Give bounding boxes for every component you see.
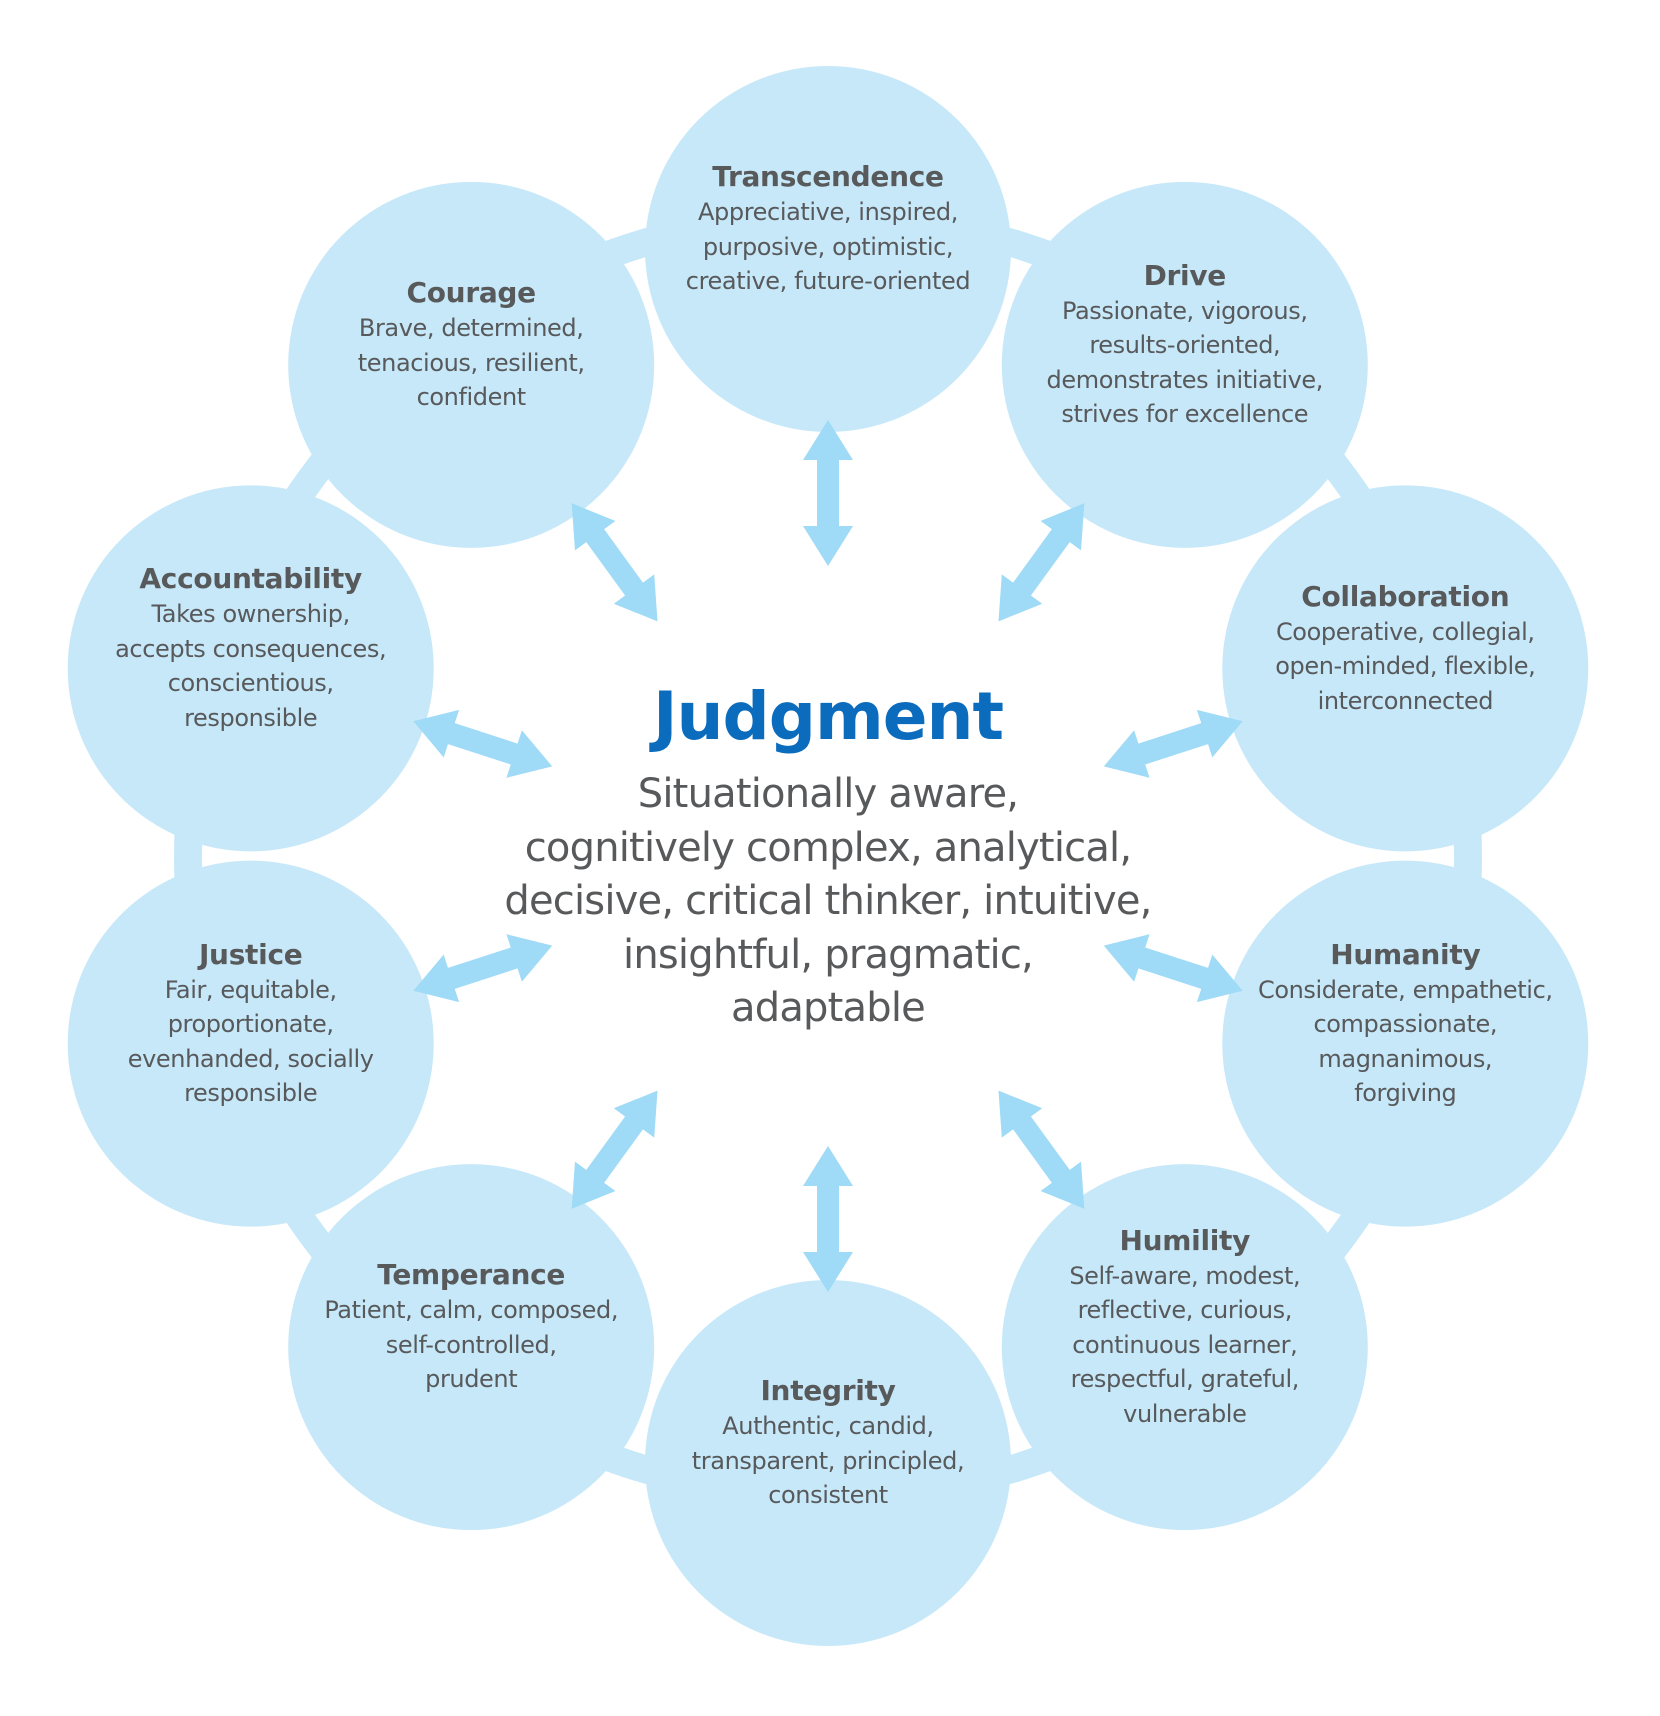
- trait-description: Cooperative, collegial, open-minded, flex…: [1240, 615, 1570, 719]
- trait-description-line: Appreciative, inspired,: [698, 198, 958, 227]
- trait-title: Accountability: [139, 562, 362, 596]
- trait-title: Integrity: [760, 1374, 896, 1408]
- trait-title: Transcendence: [712, 160, 944, 194]
- trait-description-line: compassionate,: [1313, 1010, 1498, 1039]
- trait-circle-temperance: [288, 1164, 655, 1531]
- double-arrow-icon-temperance: [571, 1090, 658, 1209]
- trait-title: Courage: [406, 276, 537, 310]
- trait-description: Considerate, empathetic, compassionate, ma…: [1240, 973, 1570, 1111]
- trait-circle-humility: [1001, 1164, 1368, 1531]
- trait-description-line: Passionate, vigorous,: [1062, 296, 1308, 325]
- trait-description-line: accepts consequences,: [115, 634, 387, 663]
- center-description: Situationally aware, cognitively complex…: [478, 768, 1178, 1036]
- trait-circle-collaboration: [1222, 485, 1589, 852]
- trait-description-line: creative, future-oriented: [685, 267, 971, 296]
- trait-description-line: responsible: [184, 703, 318, 732]
- trait-description-line: consistent: [768, 1481, 888, 1510]
- trait-description-line: Self-aware, modest,: [1069, 1261, 1301, 1290]
- trait-title: Collaboration: [1301, 579, 1510, 613]
- trait-description-line: strives for excellence: [1061, 400, 1309, 429]
- trait-description-line: tenacious, resilient,: [357, 348, 585, 377]
- trait-description: Brave, determined, tenacious, resilient, c…: [306, 311, 636, 415]
- trait-description: Authentic, candid, transparent, principle…: [663, 1409, 993, 1513]
- trait-description-line: results-oriented,: [1089, 331, 1281, 360]
- center-description-line: adaptable: [731, 985, 926, 1031]
- trait-circle-integrity: [645, 1280, 1011, 1646]
- trait-title: Justice: [198, 937, 303, 971]
- center-description-line: cognitively complex, analytical,: [524, 824, 1132, 871]
- double-arrow-icon-collaboration: [1103, 709, 1243, 778]
- trait-title: Humility: [1119, 1223, 1251, 1257]
- double-arrow-icon-accountability: [413, 709, 553, 778]
- trait-description-line: proportionate,: [167, 1010, 334, 1039]
- trait-description: Appreciative, inspired, purposive, optimi…: [663, 195, 993, 299]
- trait-circles-layer: [67, 66, 1589, 1646]
- trait-description-line: prudent: [425, 1365, 518, 1394]
- center-judgment: Judgment Situationally aware, cognitivel…: [478, 672, 1178, 1036]
- double-arrow-icon-courage: [571, 503, 658, 622]
- trait-description-line: purposive, optimistic,: [702, 232, 954, 261]
- double-arrow-icon-humility: [998, 1090, 1085, 1209]
- double-arrow-icon-humanity: [1103, 934, 1243, 1003]
- double-arrow-icon-drive: [998, 503, 1085, 622]
- center-description-line: insightful, pragmatic,: [623, 931, 1034, 978]
- trait-description-line: interconnected: [1317, 686, 1494, 715]
- trait-description-line: Cooperative, collegial,: [1275, 617, 1535, 646]
- double-arrow-icon-transcendence: [803, 420, 853, 566]
- trait-description-line: self-controlled,: [385, 1330, 557, 1359]
- trait-description-line: transparent, principled,: [691, 1446, 965, 1475]
- trait-description-line: open-minded, flexible,: [1275, 652, 1536, 681]
- trait-description-line: magnanimous,: [1318, 1044, 1493, 1073]
- trait-title: Humanity: [1330, 937, 1481, 971]
- trait-description-line: evenhanded, socially: [127, 1044, 374, 1073]
- trait-circle-humanity: [1222, 860, 1589, 1227]
- trait-title: Drive: [1143, 258, 1227, 292]
- trait-description: Fair, equitable, proportionate, evenhanded…: [86, 973, 416, 1111]
- trait-circle-drive: [1001, 181, 1368, 548]
- double-arrow-icon-justice: [413, 934, 553, 1003]
- trait-description: Takes ownership, accepts consequences, con…: [86, 597, 416, 735]
- center-description-line: decisive, critical thinker, intuitive,: [504, 878, 1152, 924]
- arrows-layer: [413, 420, 1243, 1292]
- trait-description: Passionate, vigorous, results-oriented, de…: [1020, 294, 1350, 432]
- trait-description: Self-aware, modest, reflective, curious, c…: [1020, 1259, 1350, 1432]
- double-arrow-icon-integrity: [803, 1146, 853, 1292]
- trait-description-line: vulnerable: [1123, 1399, 1247, 1428]
- trait-description-line: Considerate, empathetic,: [1257, 975, 1553, 1004]
- trait-description-line: demonstrates initiative,: [1046, 365, 1324, 394]
- trait-description-line: conscientious,: [167, 669, 334, 698]
- trait-circle-courage: [288, 181, 655, 548]
- trait-description-line: Authentic, candid,: [722, 1412, 934, 1441]
- trait-title: Temperance: [377, 1258, 566, 1292]
- trait-description-line: forgiving: [1354, 1079, 1457, 1108]
- trait-description-line: Fair, equitable,: [164, 975, 337, 1004]
- trait-description-line: Brave, determined,: [358, 314, 584, 343]
- trait-description-line: confident: [416, 383, 527, 412]
- trait-circle-justice: [67, 860, 434, 1227]
- trait-description-line: continuous learner,: [1072, 1330, 1298, 1359]
- center-description-line: Situationally aware,: [637, 771, 1019, 817]
- trait-description: Patient, calm, composed, self-controlled,…: [306, 1293, 636, 1397]
- trait-description-line: Patient, calm, composed,: [324, 1296, 619, 1325]
- trait-description-line: responsible: [184, 1079, 318, 1108]
- trait-description-line: respectful, grateful,: [1070, 1365, 1300, 1394]
- trait-description-line: Takes ownership,: [151, 600, 351, 629]
- trait-description-line: reflective, curious,: [1077, 1296, 1293, 1325]
- center-title: Judgment: [652, 678, 1004, 755]
- trait-circle-accountability: [67, 485, 434, 852]
- trait-circle-transcendence: [645, 66, 1011, 432]
